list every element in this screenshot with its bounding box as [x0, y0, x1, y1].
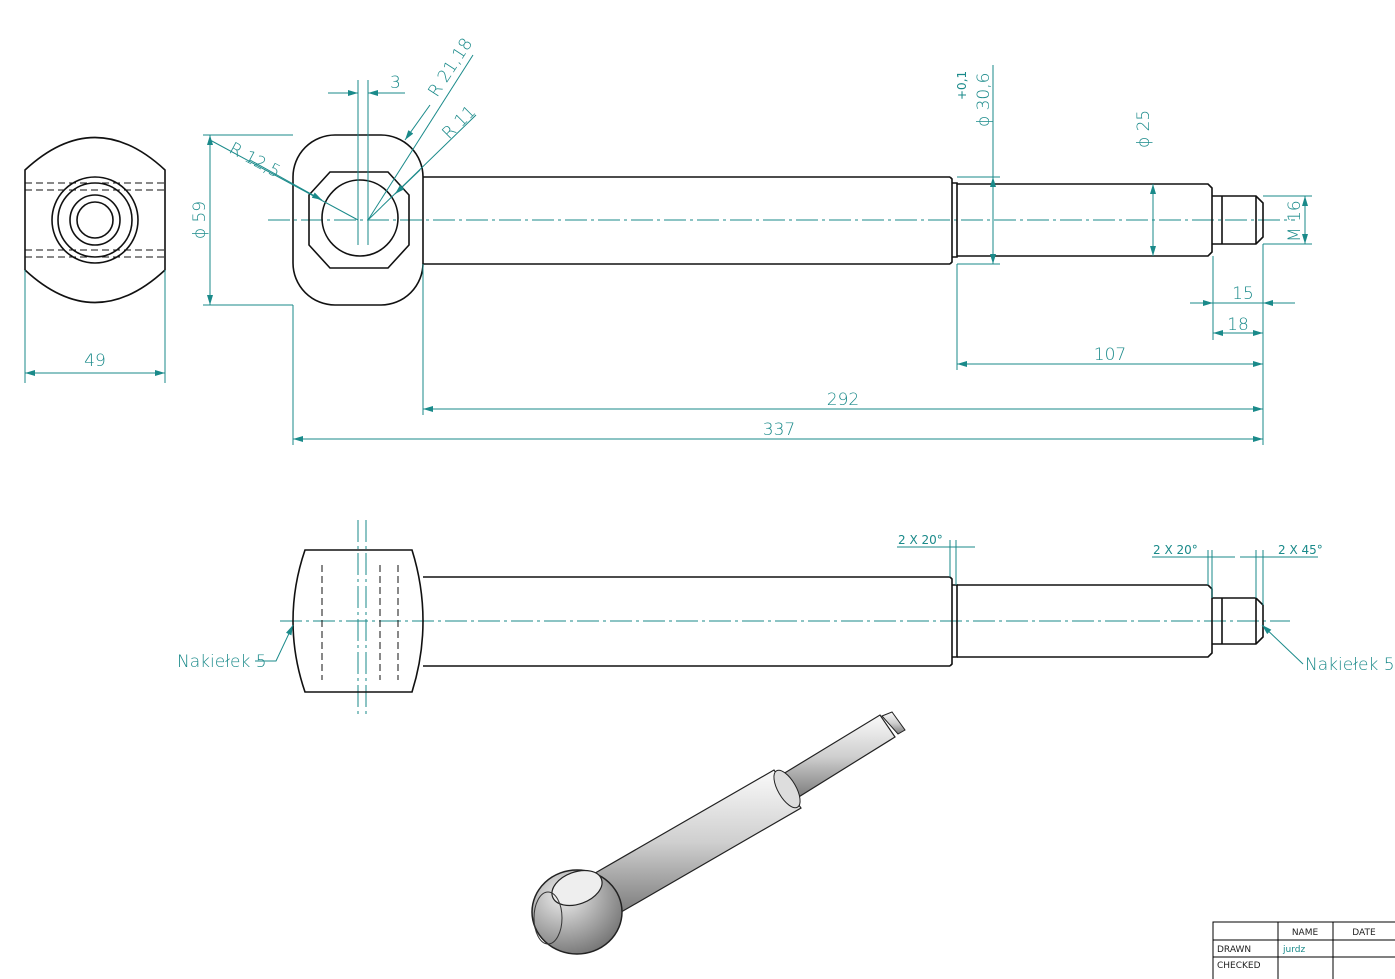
title-block-name-header: NAME [1292, 928, 1319, 938]
dim-len-18: 18 [1227, 315, 1249, 335]
title-block-date-header: DATE [1352, 928, 1376, 938]
dim-len-292: 292 [827, 390, 859, 410]
dim-offset-3: 3 [390, 73, 401, 93]
dim-dia-59: ϕ 59 [190, 201, 210, 239]
isometric-view [531, 711, 906, 955]
chamfer-label-3: 2 X 45° [1278, 543, 1323, 557]
note-center-drill-right: Nakiełek 5 [1305, 655, 1395, 675]
chamfer-label-1: 2 X 20° [898, 533, 943, 547]
dim-r-11: R 11 [438, 102, 480, 144]
dim-width-49: 49 [84, 351, 106, 371]
side-view: 49 [24, 136, 166, 383]
dim-len-337: 337 [763, 420, 795, 440]
dim-len-15: 15 [1232, 284, 1254, 304]
dim-len-107: 107 [1094, 345, 1126, 365]
chamfer-label-2: 2 X 20° [1153, 543, 1198, 557]
title-block: NAME DATE DRAWN jurdz CHECKED [1212, 921, 1395, 979]
title-block-checked-label: CHECKED [1217, 961, 1261, 971]
dim-thread-m16: M 16 [1285, 200, 1305, 242]
top-view: ϕ 59 3 R 12,5 R 21,18 R 11 ϕ 30,6 +0,1 ϕ… [190, 35, 1312, 445]
note-center-drill-left: Nakiełek 5 [177, 652, 267, 672]
dim-dia-30-6: ϕ 30,6 [974, 73, 994, 127]
title-block-drawn-name: jurdz [1282, 945, 1305, 955]
dim-dia-25: ϕ 25 [1134, 110, 1154, 148]
dim-r-12-5: R 12,5 [226, 139, 284, 183]
front-view: 2 X 20° 2 X 20° 2 X 45° Nakiełek 5 Nakie… [177, 520, 1395, 718]
dim-tolerance-30-6: +0,1 [955, 71, 969, 100]
title-block-drawn-label: DRAWN [1217, 945, 1251, 955]
